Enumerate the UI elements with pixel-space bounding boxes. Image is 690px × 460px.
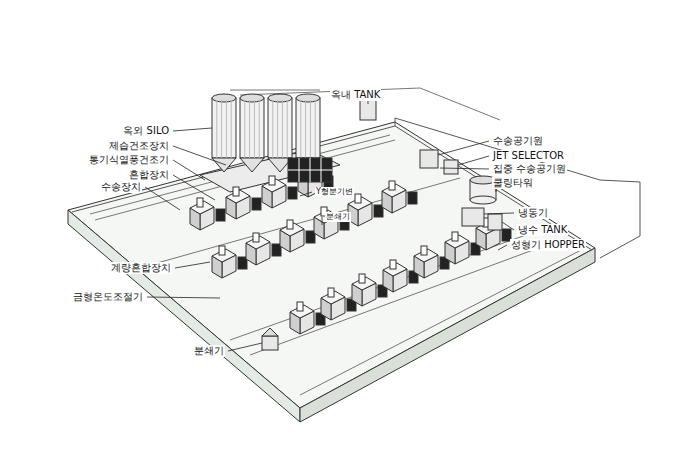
callout-label: 수송장치 [100, 181, 142, 193]
leader-line [175, 262, 210, 268]
leader-line [173, 175, 215, 200]
indoor-tank [360, 100, 376, 120]
molding-machine [414, 246, 449, 278]
molding-machine [280, 220, 315, 252]
callout-label: 통기식열풍건조기 [88, 154, 170, 166]
leader-line [300, 192, 312, 196]
leader-line [145, 187, 180, 210]
molding-machine [246, 233, 281, 265]
pipe [90, 88, 585, 395]
molding-machine [382, 181, 417, 213]
leader-line [440, 168, 489, 169]
leader-line [498, 245, 507, 250]
air-source [420, 150, 438, 168]
leader-line [173, 160, 205, 180]
wall [72, 126, 592, 250]
silo [212, 94, 236, 172]
leader-line [322, 217, 323, 225]
callout-label: 옥외 SILO [122, 125, 170, 137]
molding-machine [348, 194, 383, 226]
slab-edge [68, 210, 300, 422]
molding-machine [226, 187, 261, 219]
leader-line [147, 297, 220, 298]
leader-line [458, 156, 489, 165]
leader-line [173, 146, 226, 165]
callout-label: 제습건조장치 [108, 140, 170, 152]
leader-line [502, 222, 514, 230]
wall [395, 118, 640, 258]
callout-label: 수송공기원 [492, 135, 544, 147]
callout-label: Y형분기변 [315, 187, 354, 197]
callout-label: 분쇄기 [193, 345, 225, 357]
leader-line [173, 128, 212, 131]
molding-machine [445, 232, 480, 264]
molding-machine [190, 198, 225, 230]
slab-edge [300, 248, 595, 422]
callout-label: 금형온도조절기 [72, 291, 144, 303]
callout-label: 성형기 HOPPER [510, 239, 586, 251]
callout-label: JET SELECTOR [492, 150, 565, 162]
callout-label: 혼합장치 [128, 169, 170, 181]
molding-machine [352, 274, 387, 306]
leader-line [438, 141, 489, 155]
callout-label: 계량혼합장치 [110, 262, 172, 274]
floor-slab [68, 122, 595, 408]
callout-label: 분쇄기 [325, 212, 351, 222]
callout-label: 냉동기 [517, 207, 549, 219]
leader-line [228, 343, 262, 351]
chilled-water-tank [488, 214, 502, 230]
molding-machine [290, 302, 325, 334]
callout-label: 옥내 TANK [330, 89, 381, 101]
callout-label: 쿨링타워 [492, 177, 534, 189]
grinder [262, 328, 278, 350]
dryer-bank [288, 158, 332, 182]
molding-machine [321, 288, 356, 320]
molding-machine [212, 246, 247, 278]
callout-label: 집중 수송공기원 [492, 163, 567, 175]
leader-line [484, 213, 514, 214]
molding-machine [383, 260, 418, 292]
jet-selector [444, 160, 458, 174]
callout-label: 냉수 TANK [517, 224, 568, 236]
chiller [462, 208, 484, 226]
silo [240, 94, 264, 172]
